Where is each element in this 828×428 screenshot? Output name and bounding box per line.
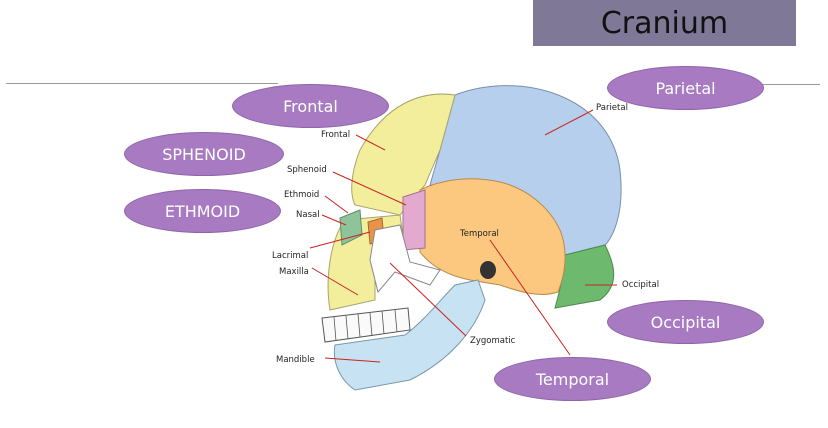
divider-line-left	[6, 83, 278, 84]
diagram-label-occipital: Occipital	[622, 280, 659, 290]
diagram-label-frontal: Frontal	[321, 130, 350, 140]
upper-teeth	[321, 307, 411, 343]
slide-title: Cranium	[533, 0, 796, 46]
diagram-label-sphenoid: Sphenoid	[287, 165, 327, 175]
diagram-label-mandible: Mandible	[276, 355, 315, 365]
ethmoid-bone	[339, 209, 363, 246]
ear-canal	[480, 261, 496, 279]
mandible-bone	[333, 279, 486, 391]
bubble-temporal: Temporal	[494, 357, 651, 401]
bubble-parietal: Parietal	[607, 66, 764, 110]
diagram-label-nasal: Nasal	[296, 210, 320, 220]
diagram-label-lacrimal: Lacrimal	[272, 251, 308, 261]
bubble-ethmoid: ETHMOID	[124, 189, 281, 233]
temporal-bone	[419, 178, 566, 295]
diagram-label-temporal: Temporal	[459, 229, 499, 239]
bubble-occipital: Occipital	[607, 300, 764, 344]
divider-line-right	[762, 84, 820, 85]
diagram-label-parietal: Parietal	[596, 103, 628, 113]
diagram-label-zygomatic: Zygomatic	[470, 336, 516, 346]
diagram-label-ethmoid: Ethmoid	[284, 190, 319, 200]
bubble-sphenoid: SPHENOID	[124, 132, 284, 176]
diagram-label-maxilla: Maxilla	[279, 267, 309, 277]
zygomatic-bone	[369, 224, 441, 294]
frontal-bone	[351, 93, 456, 216]
bubble-frontal: Frontal	[232, 84, 389, 128]
sphenoid-bone	[402, 189, 426, 251]
